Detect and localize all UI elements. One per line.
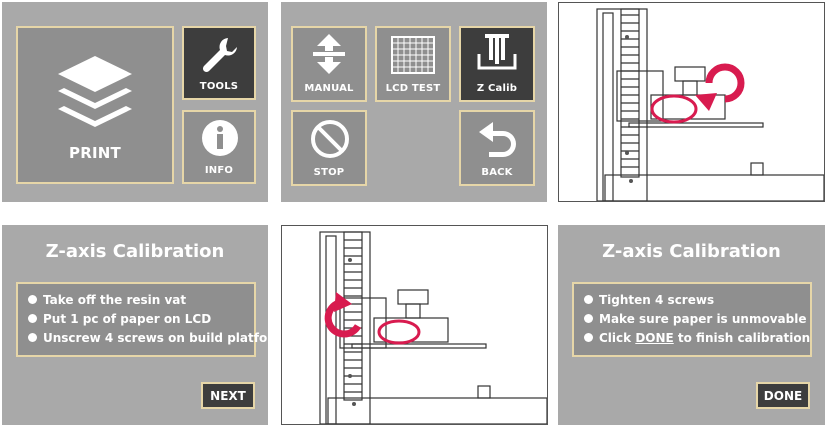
stop-button[interactable]: STOP (291, 110, 367, 186)
step-bullet-icon (584, 333, 593, 342)
manual-label: MANUAL (304, 83, 354, 94)
layers-icon (58, 56, 132, 127)
back-arrow-icon (479, 122, 516, 157)
printer-illustration-unscrew (558, 2, 825, 202)
up-down-arrows-icon (313, 34, 345, 74)
step-bullet-icon (28, 295, 37, 304)
grid-icon (391, 36, 435, 74)
lcd-test-label: LCD TEST (385, 83, 441, 94)
step-item: Unscrew 4 screws on build platform (28, 329, 268, 348)
step-item: Tighten 4 screws (584, 291, 800, 310)
info-icon (202, 120, 238, 156)
step-bullet-icon (28, 333, 37, 342)
z-calib-button[interactable]: Z Calib (459, 26, 535, 102)
rotate-arrow-icon (324, 292, 362, 338)
z-calib-label: Z Calib (476, 83, 518, 94)
done-inline-link: DONE (635, 331, 674, 345)
printer-illustration-tighten (281, 225, 548, 425)
calibration-steps: Take off the resin vat Put 1 pc of paper… (16, 282, 268, 357)
stop-icon (311, 120, 349, 158)
print-label: PRINT (69, 144, 121, 162)
step-item: Click DONE to finish calibration (584, 329, 810, 348)
step-bullet-icon (584, 295, 593, 304)
lcd-test-button[interactable]: LCD TEST (375, 26, 451, 102)
wrench-icon (202, 38, 237, 73)
print-button[interactable]: PRINT (16, 26, 174, 184)
z-calibration-icon (477, 34, 517, 70)
info-button[interactable]: INFO (182, 110, 256, 184)
back-label: BACK (481, 167, 513, 178)
printer-drawing (319, 231, 547, 424)
tools-label: TOOLS (199, 81, 239, 92)
next-button[interactable]: NEXT (201, 382, 255, 409)
calibration-step1-panel: Z-axis Calibration Take off the resin va… (2, 225, 268, 425)
back-button[interactable]: BACK (459, 110, 535, 186)
stop-label: STOP (313, 167, 345, 178)
info-label: INFO (204, 165, 234, 176)
calibration-steps: Tighten 4 screws Make sure paper is unmo… (572, 282, 812, 357)
calibration-step2-panel: Z-axis Calibration Tighten 4 screws Make… (558, 225, 825, 425)
calibration-title: Z-axis Calibration (602, 241, 781, 262)
calibration-title: Z-axis Calibration (45, 241, 225, 262)
step-bullet-icon (28, 314, 37, 323)
printer-drawing (596, 8, 824, 201)
rotate-arrow-icon (695, 63, 745, 111)
tools-button[interactable]: TOOLS (182, 26, 256, 100)
step-item: Take off the resin vat (28, 291, 244, 310)
step-item: Make sure paper is unmovable (584, 310, 806, 329)
main-menu-panel: PRINT TOOLS INFO (2, 2, 268, 202)
manual-button[interactable]: MANUAL (291, 26, 367, 102)
done-button[interactable]: DONE (756, 382, 810, 409)
step-item: Put 1 pc of paper on LCD (28, 310, 244, 329)
tools-menu-panel: MANUAL LCD TEST Z Calib STOP BACK (281, 2, 547, 202)
step-bullet-icon (584, 314, 593, 323)
